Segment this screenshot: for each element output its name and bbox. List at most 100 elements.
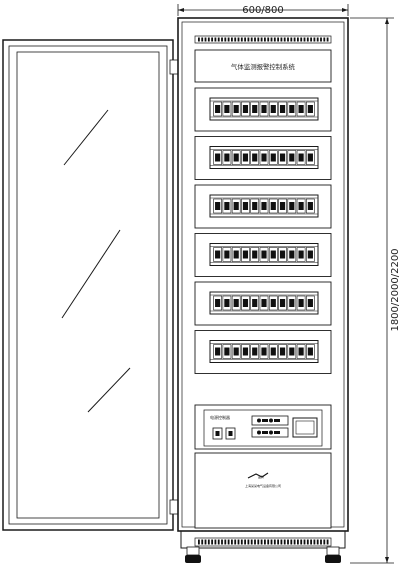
breaker-module: [306, 150, 315, 165]
breaker-module: [287, 247, 297, 262]
vent-slot: [283, 37, 286, 42]
vent-slot: [313, 37, 316, 42]
company-logo: 品牌: [247, 472, 269, 479]
breaker-module: [287, 344, 297, 359]
breaker-module: [213, 150, 222, 165]
breaker-module: [213, 101, 222, 117]
breaker-module: [241, 198, 250, 214]
breaker-module: [268, 101, 278, 117]
breaker-module: [222, 295, 232, 311]
width-label: 600/800: [242, 5, 284, 16]
breaker-module: [259, 344, 269, 359]
breaker-module: [222, 150, 232, 165]
vent-slot: [250, 37, 253, 42]
top-vent-slots: [198, 37, 329, 42]
power-switch-2: [225, 427, 236, 440]
breaker-module: [287, 150, 297, 165]
vent-slot: [316, 37, 319, 42]
vent-slot: [201, 539, 204, 545]
vent-slot: [316, 539, 319, 545]
vent-slot: [254, 539, 256, 545]
breaker-module: [306, 344, 315, 359]
breaker-module: [241, 150, 250, 165]
vent-slot: [254, 37, 256, 42]
vent-slot: [277, 539, 280, 545]
vent-slot: [211, 37, 214, 42]
height-dimension: 1800/2000/2200: [350, 17, 400, 564]
breaker-module: [213, 198, 222, 214]
vent-slot: [287, 37, 289, 42]
vent-slot: [320, 539, 322, 545]
vent-slot: [313, 539, 316, 545]
vent-slot: [297, 37, 299, 42]
vent-slot: [306, 37, 309, 42]
breaker-module: [296, 247, 306, 262]
breaker-module: [231, 344, 241, 359]
vent-slot: [267, 539, 270, 545]
breaker-module: [222, 198, 232, 214]
vent-slot: [231, 37, 233, 42]
vent-slot: [277, 37, 280, 42]
vent-slot: [260, 37, 263, 42]
vent-slot: [234, 539, 237, 545]
breaker-module: [278, 198, 287, 214]
vent-slot: [198, 37, 200, 42]
breaker-module: [213, 295, 222, 311]
breaker-rows: [194, 87, 332, 374]
breaker-module: [259, 150, 269, 165]
breaker-module: [231, 198, 241, 214]
breaker-module: [250, 150, 260, 165]
vent-slot: [303, 539, 306, 545]
breaker-module: [259, 247, 269, 262]
title-plate: 气体监测报警控制系统: [194, 49, 332, 83]
breaker-module: [268, 198, 278, 214]
breaker-module: [306, 101, 315, 117]
breaker-row: [194, 330, 332, 374]
vent-slot: [280, 539, 283, 545]
vent-slot: [290, 539, 293, 545]
vent-slot: [300, 37, 303, 42]
glass-reflection-line: [61, 229, 121, 319]
breaker-module: [250, 247, 260, 262]
breaker-module: [268, 150, 278, 165]
control-button-block: [251, 415, 289, 438]
control-panel: 电源控制器: [194, 404, 332, 450]
company-text: 上海某某电气设备有限公司: [245, 483, 281, 488]
vent-slot: [303, 37, 306, 42]
breaker-module: [231, 295, 241, 311]
height-label: 1800/2000/2200: [390, 248, 400, 331]
breaker-module: [278, 150, 287, 165]
vent-slot: [257, 539, 260, 545]
vent-slot: [310, 539, 313, 545]
vent-slot: [250, 539, 253, 545]
vent-slot: [221, 539, 223, 545]
glass-reflection-line: [63, 109, 109, 166]
vent-slot: [217, 539, 220, 545]
vent-slot: [234, 37, 237, 42]
breaker-module: [250, 295, 260, 311]
vent-slot: [297, 539, 299, 545]
power-switch-1: [212, 427, 223, 440]
breaker-module: [306, 247, 315, 262]
vent-slot: [207, 37, 210, 42]
breaker-module: [250, 198, 260, 214]
vent-slot: [264, 539, 266, 545]
vent-slot: [217, 37, 220, 42]
breaker-row: [194, 136, 332, 180]
breaker-module: [222, 101, 232, 117]
breaker-row: [194, 233, 332, 277]
vent-slot: [280, 37, 283, 42]
breaker-module: [296, 344, 306, 359]
vent-slot: [201, 37, 204, 42]
breaker-module: [259, 101, 269, 117]
breaker-module: [241, 344, 250, 359]
breaker-module: [241, 247, 250, 262]
vent-slot: [264, 37, 266, 42]
vent-slot: [240, 539, 243, 545]
vent-slot: [214, 37, 217, 42]
breaker-module: [296, 101, 306, 117]
breaker-module: [278, 344, 287, 359]
vent-slot: [306, 539, 309, 545]
vent-slot: [227, 37, 230, 42]
